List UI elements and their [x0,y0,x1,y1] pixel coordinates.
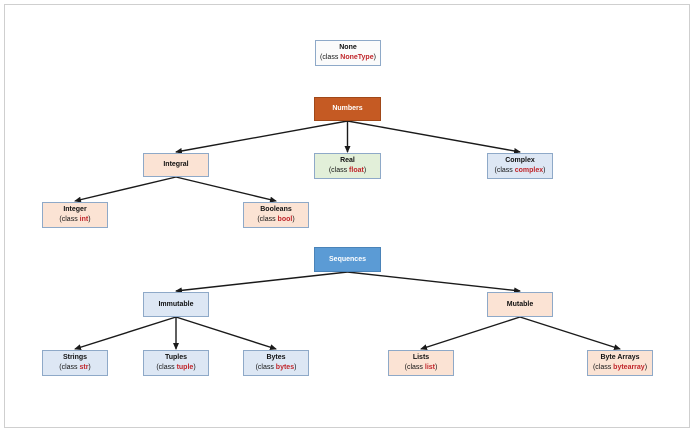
node-class: (class list) [404,364,438,371]
node-title: Numbers [332,105,363,112]
node-numbers: Numbers [314,97,381,121]
node-title: Real [340,157,355,164]
node-bytes: Bytes (class bytes) [243,350,309,376]
edge-mutable-to-lists [420,316,521,351]
node-immutable: Immutable [143,292,209,317]
diagram-frame [4,4,690,428]
node-integral: Integral [143,153,209,177]
node-class: (class str) [59,364,91,371]
node-integer: Integer (class int) [42,202,108,228]
node-title: None [339,44,357,51]
node-lists: Lists (class list) [388,350,454,376]
node-class: (class bytearray) [592,364,648,371]
edge-numbers-to-complex [347,120,521,154]
node-class: (class float) [328,167,367,174]
node-class: (class NoneType) [320,54,376,61]
edge-integral-to-integer [74,176,177,203]
node-title: Immutable [158,300,194,308]
edge-sequences-to-mutable [347,271,521,294]
node-title: Sequences [329,255,366,263]
node-title: Byte Arrays [600,354,640,361]
node-booleans: Booleans (class bool) [243,202,309,228]
node-strings: Strings (class str) [42,350,108,376]
node-class: (class tuple) [156,364,196,371]
node-class: (class bool) [257,216,295,223]
node-byte-arrays: Byte Arrays (class bytearray) [587,350,653,376]
node-title: Mutable [506,300,534,308]
edge-immutable-to-strings [74,316,177,351]
node-mutable: Mutable [487,292,553,317]
node-class: (class int) [59,216,91,223]
node-title: Complex [505,157,535,164]
node-sequences: Sequences [314,247,381,272]
node-title: Lists [412,354,430,361]
node-real: Real (class float) [314,153,381,179]
node-class: (class bytes) [255,364,297,371]
edge-sequences-to-immutable [175,271,348,294]
node-class: (class complex) [494,167,546,174]
node-title: Booleans [260,206,292,213]
node-title: Strings [62,354,88,361]
node-complex: Complex (class complex) [487,153,553,179]
node-title: Bytes [266,354,286,361]
node-none: None (class NoneType) [315,40,381,66]
node-title: Tuples [164,354,188,361]
edge-numbers-to-integral [175,120,348,154]
node-tuples: Tuples (class tuple) [143,350,209,376]
edge-mutable-to-bytearrays [519,316,621,351]
edge-immutable-to-bytes [175,316,277,351]
node-title: Integral [163,161,189,168]
edge-integral-to-booleans [175,176,277,203]
node-title: Integer [63,206,87,213]
